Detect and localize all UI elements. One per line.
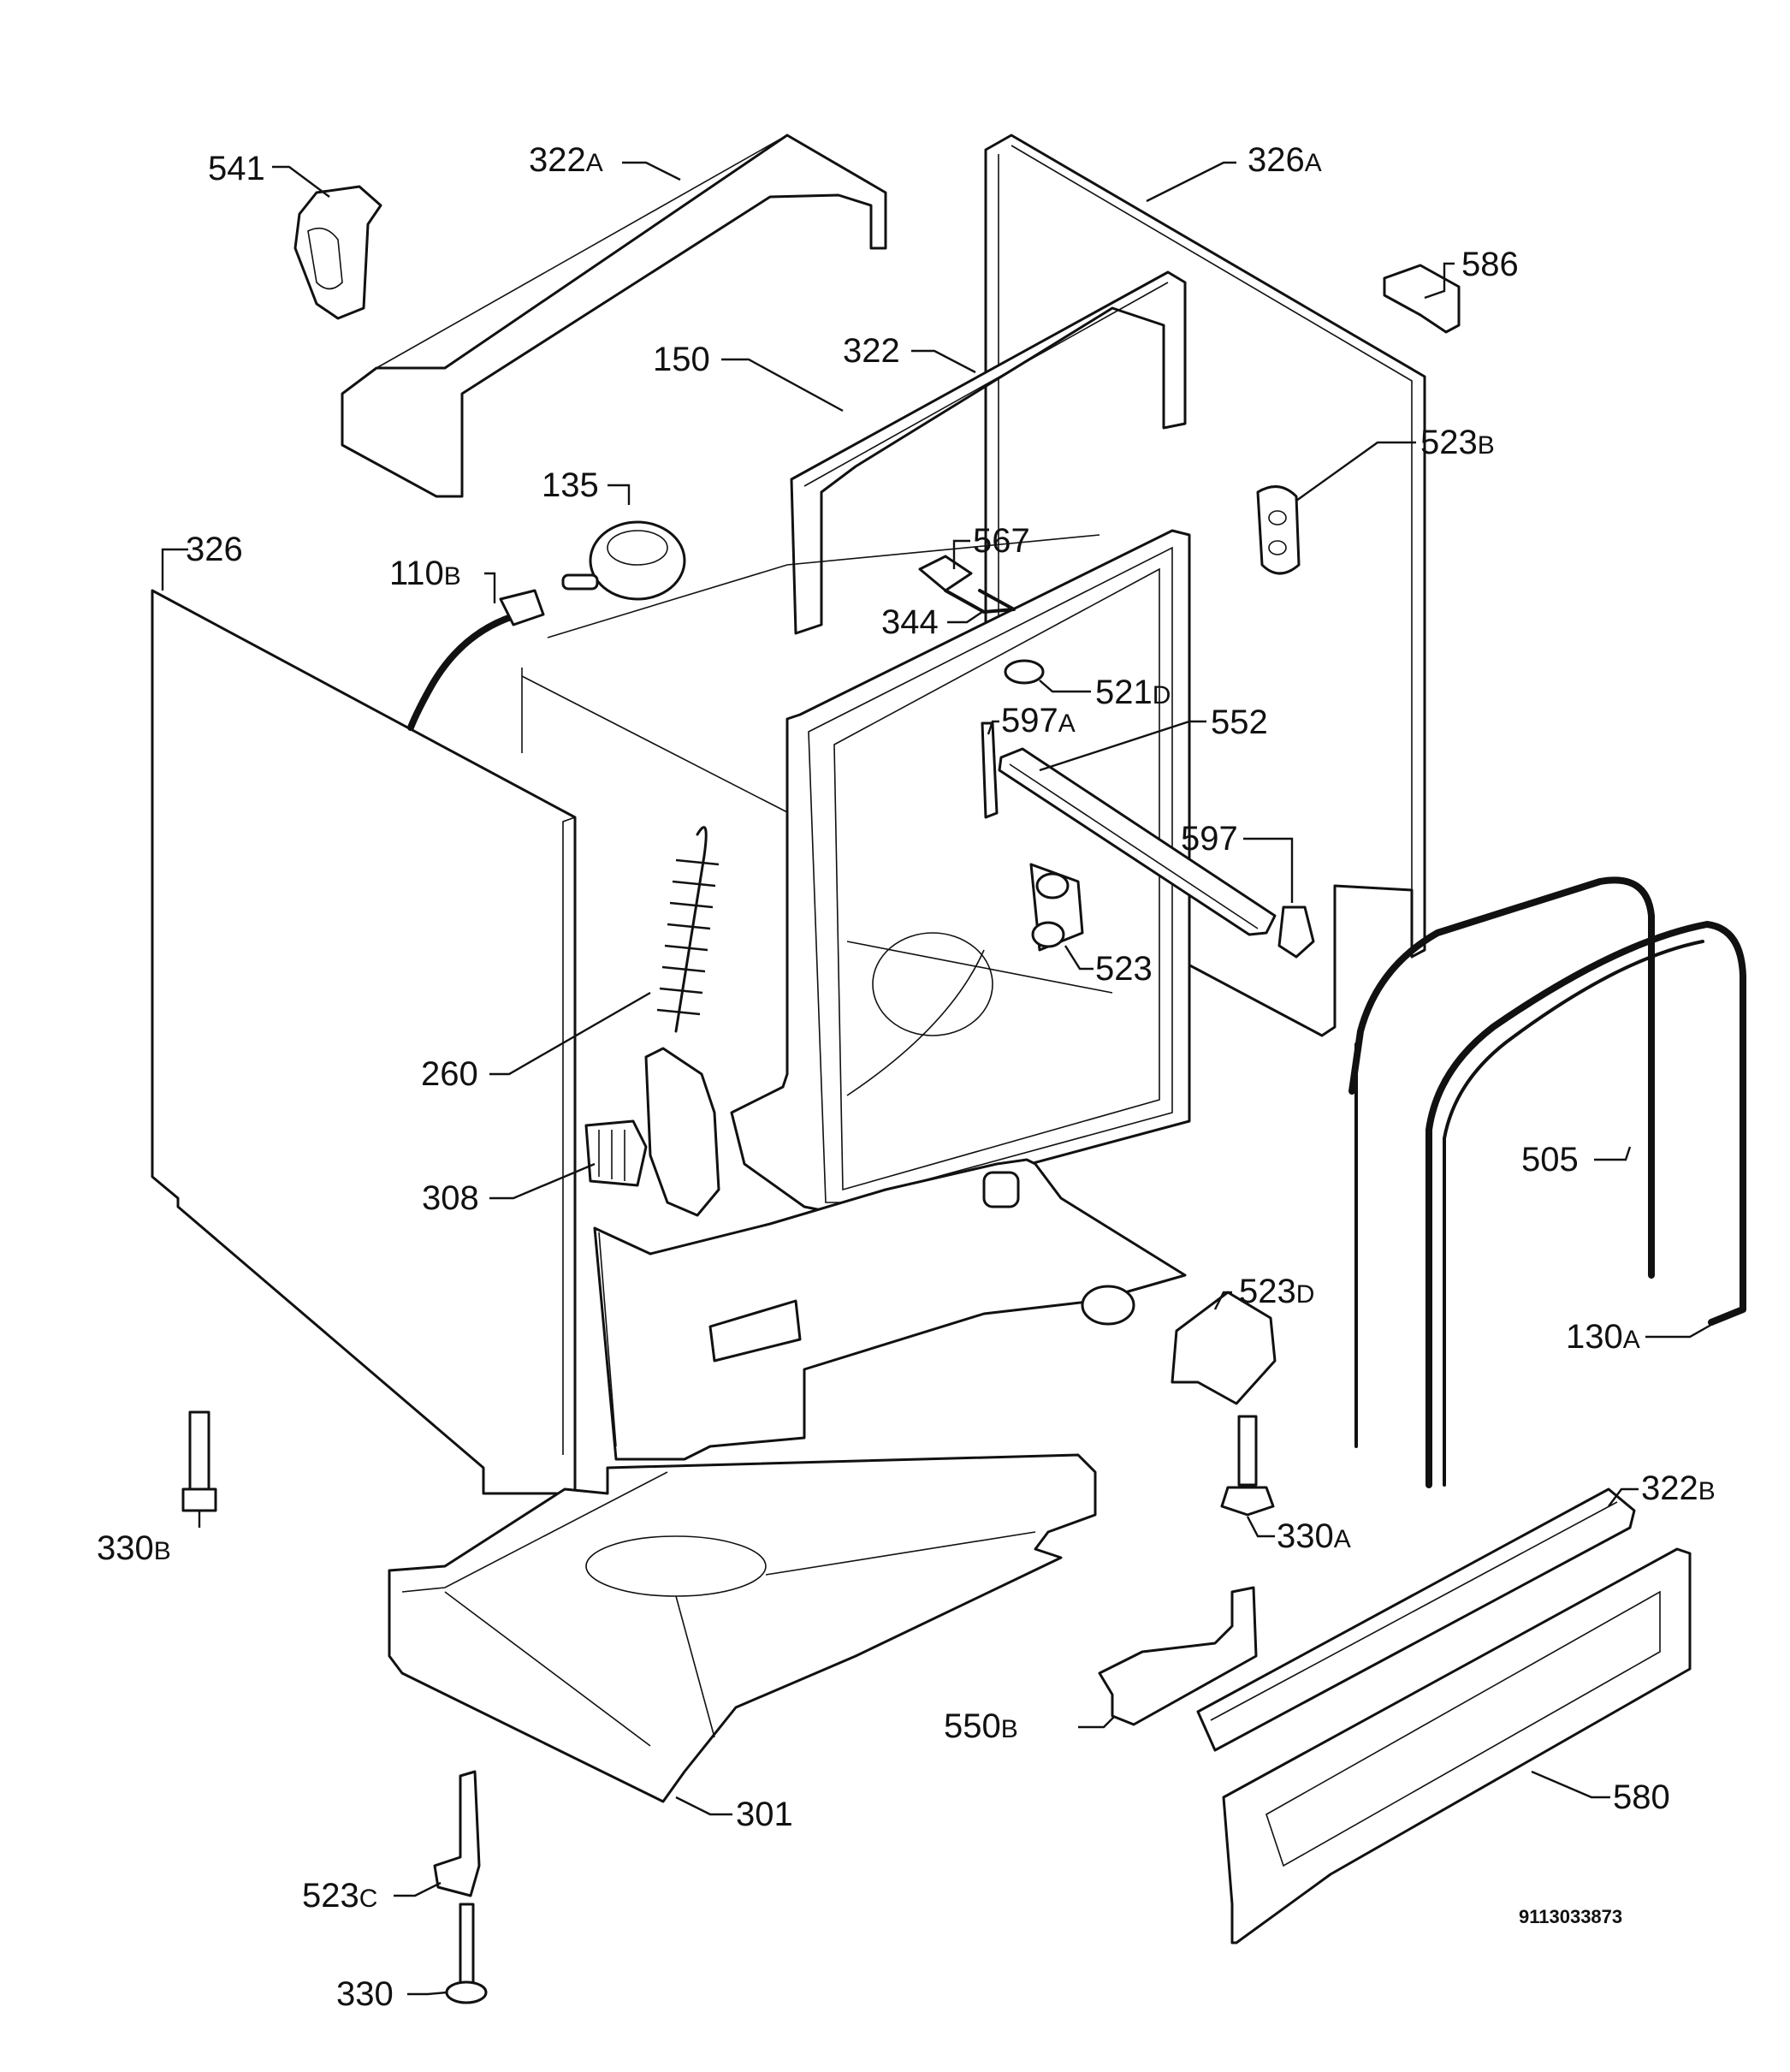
side-panel-326 — [151, 589, 577, 1495]
callout-505: 505 — [1521, 1141, 1579, 1178]
document-number: 9113033873 — [1519, 1906, 1622, 1927]
callout-322b: 322B — [1641, 1469, 1716, 1507]
callout-541: 541 — [208, 150, 265, 187]
bearing-523b — [1256, 485, 1301, 575]
clip-567-344 — [918, 555, 1016, 614]
callout-326: 326 — [186, 531, 243, 568]
callout-597a: 597A — [1001, 702, 1076, 739]
callout-580: 580 — [1613, 1778, 1670, 1816]
callout-597: 597 — [1181, 820, 1238, 858]
bracket-586 — [1383, 264, 1461, 334]
bearing-523 — [1029, 863, 1084, 952]
callout-322a: 322A — [529, 141, 603, 179]
callout-521d: 521D — [1095, 674, 1171, 711]
gasket-130a — [1425, 921, 1746, 1488]
door-frame — [730, 529, 1191, 1217]
callout-330b: 330B — [97, 1529, 171, 1567]
callout-552: 552 — [1211, 704, 1268, 741]
base-frame — [593, 1158, 1187, 1461]
clip-597 — [1277, 905, 1315, 959]
callout-110b: 110B — [389, 555, 461, 592]
callout-344: 344 — [881, 603, 939, 641]
bolt-330 — [445, 1903, 488, 2004]
rail-552 — [998, 747, 1277, 936]
bracket-541 — [293, 185, 382, 320]
callout-550b: 550B — [944, 1707, 1018, 1745]
callout-330: 330 — [336, 1975, 394, 2013]
clip-597a — [981, 721, 999, 819]
callout-523: 523 — [1095, 950, 1153, 988]
support-523d — [1171, 1291, 1277, 1405]
hose-110b — [407, 589, 545, 731]
bolt-330a — [1220, 1415, 1275, 1517]
rail-322b — [1196, 1487, 1636, 1752]
callout-150: 150 — [653, 341, 710, 378]
callout-586: 586 — [1461, 246, 1519, 283]
top-rail-322a — [341, 134, 887, 498]
callout-523d: 523D — [1239, 1273, 1314, 1310]
callout-523b: 523B — [1420, 424, 1495, 461]
kickplate-580 — [1222, 1547, 1692, 1944]
bracket-550b — [1098, 1586, 1258, 1726]
callout-523c: 523C — [302, 1877, 377, 1915]
hinge-308 — [584, 1047, 720, 1217]
plug-521d — [1004, 659, 1045, 685]
callout-567: 567 — [973, 522, 1030, 560]
callout-326a: 326A — [1248, 141, 1322, 179]
base-tray-301 — [388, 1453, 1097, 1803]
spring-260 — [656, 826, 720, 1033]
bolt-330b — [181, 1410, 217, 1512]
callout-301: 301 — [736, 1796, 793, 1833]
gasket-505 — [1348, 876, 1655, 1448]
callout-308: 308 — [422, 1179, 479, 1217]
float-135 — [561, 520, 686, 601]
callout-330a: 330A — [1277, 1517, 1351, 1555]
callout-322: 322 — [843, 332, 900, 370]
callout-260: 260 — [421, 1055, 478, 1093]
upper-frame-322 — [790, 270, 1187, 635]
bracket-523c — [433, 1770, 481, 1897]
callout-130a: 130A — [1566, 1318, 1640, 1356]
callout-135: 135 — [542, 466, 599, 504]
leader-lines — [161, 161, 1716, 1996]
